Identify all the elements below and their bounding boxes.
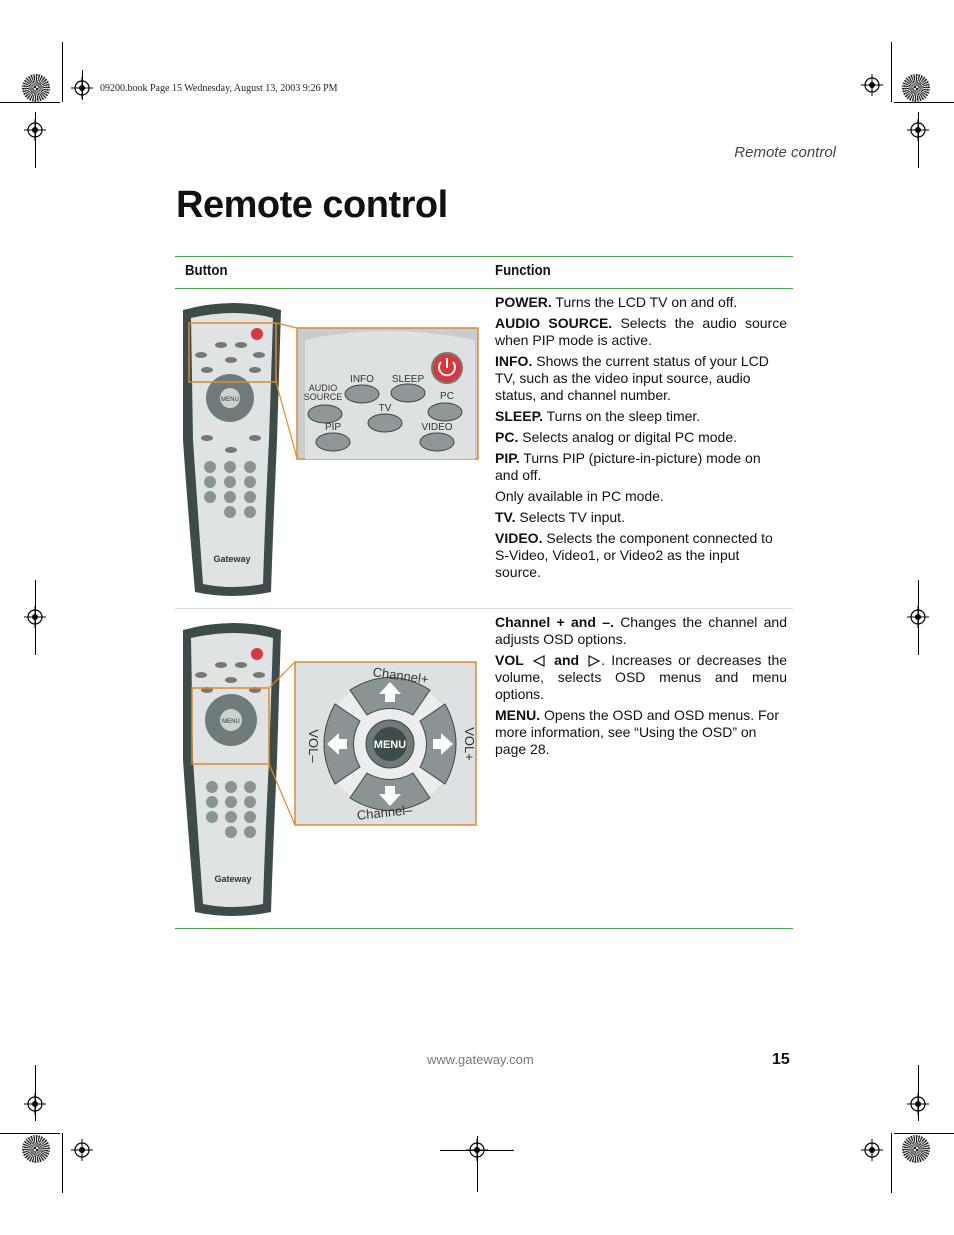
video-description: VIDEO. Selects the component connected t… <box>495 530 773 580</box>
page-title: Remote control <box>176 184 448 226</box>
info-label: INFO <box>350 374 374 385</box>
vol-right-icon <box>588 655 601 667</box>
vol-description: VOL and . Increases or decreases the vol… <box>495 652 788 702</box>
channel-minus-label: Channel– <box>356 802 414 823</box>
pc-label: PC <box>440 391 454 402</box>
sleep-label: SLEEP <box>392 374 425 385</box>
menu-label-small: MENU <box>222 719 240 725</box>
crop-mark <box>894 102 954 103</box>
callout-box-small <box>188 322 277 383</box>
remote-control-illustration-top: MENU Gateway INFO SLEEP AUDIO SOURCE TV … <box>183 303 479 596</box>
tv-description: TV. Selects TV input. <box>495 509 625 525</box>
power-description: POWER. Turns the LCD TV on and off. <box>495 294 738 310</box>
audio-source-button <box>307 404 343 424</box>
vol-plus-label: VOL+ <box>462 727 477 761</box>
menu-label: MENU <box>374 739 406 751</box>
pc-button <box>427 402 463 422</box>
row-divider <box>175 608 793 609</box>
power-button-small <box>251 328 263 340</box>
audio-label: AUDIO <box>309 383 338 393</box>
crop-mark <box>0 102 60 103</box>
vol-left-icon <box>532 655 545 667</box>
channel-description: Channel + and –. Changes the channel and… <box>495 614 788 647</box>
header-rule <box>175 288 793 289</box>
color-target-icon <box>902 1135 930 1163</box>
remote-control-illustration-bottom: MENU Gateway MENU Channel+ Channel– VOL–… <box>183 623 477 916</box>
page-number: 15 <box>772 1051 790 1068</box>
menu-description: MENU. Opens the OSD and OSD menus. For m… <box>495 707 780 757</box>
crop-mark <box>894 1133 954 1134</box>
brand-logo-small: Gateway <box>214 874 251 884</box>
tv-label: TV <box>379 403 392 414</box>
sleep-button <box>390 383 426 403</box>
tv-button <box>367 413 403 433</box>
pip-note: Only available in PC mode. <box>495 488 664 504</box>
registration-mark-icon <box>71 1139 93 1161</box>
registration-mark-icon <box>24 119 46 141</box>
crop-mark <box>891 42 892 102</box>
registration-mark-icon <box>907 606 929 628</box>
row1-descriptions: POWER. Turns the LCD TV on and off. AUDI… <box>495 294 787 585</box>
registration-mark-icon <box>466 1139 488 1161</box>
column-header-button: Button <box>185 262 228 279</box>
pip-label: PIP <box>325 422 341 433</box>
column-header-function: Function <box>495 262 551 279</box>
color-target-icon <box>22 74 50 102</box>
crop-mark <box>477 1136 478 1192</box>
color-target-icon <box>22 1135 50 1163</box>
info-button <box>344 384 380 404</box>
video-label: VIDEO <box>421 422 452 433</box>
crop-mark <box>62 1133 63 1193</box>
running-head: Remote control <box>734 144 836 161</box>
registration-mark-icon <box>71 77 93 99</box>
registration-mark-icon <box>907 1093 929 1115</box>
brand-logo-small: Gateway <box>213 554 250 564</box>
audio-source-description: AUDIO SOURCE. Selects the audio source w… <box>495 315 787 348</box>
crop-mark <box>62 42 63 102</box>
registration-mark-icon <box>861 1139 883 1161</box>
color-target-icon <box>902 74 930 102</box>
book-slug: 09200.book Page 15 Wednesday, August 13,… <box>100 83 338 94</box>
pip-button <box>315 432 351 452</box>
vol-minus-label: VOL– <box>306 729 321 763</box>
crop-mark <box>0 1133 60 1134</box>
source-label: SOURCE <box>304 392 343 402</box>
menu-label-small: MENU <box>221 397 239 403</box>
video-button <box>419 432 455 452</box>
footer-url: www.gateway.com <box>427 1052 534 1067</box>
table-bottom-rule <box>175 928 793 929</box>
callout-box-small <box>191 687 270 765</box>
pc-description: PC. Selects analog or digital PC mode. <box>495 429 738 445</box>
registration-mark-icon <box>861 74 883 96</box>
info-description: INFO. Shows the current status of your L… <box>495 353 769 403</box>
registration-mark-icon <box>24 606 46 628</box>
crop-mark <box>891 1133 892 1193</box>
table-top-rule <box>175 256 793 257</box>
registration-mark-icon <box>24 1093 46 1115</box>
menu-button <box>373 727 407 761</box>
row2-descriptions: Channel + and –. Changes the channel and… <box>495 614 787 762</box>
pip-description: PIP. Turns PIP (picture-in-picture) mode… <box>495 450 761 483</box>
registration-mark-icon <box>907 119 929 141</box>
sleep-description: SLEEP. Turns on the sleep timer. <box>495 408 701 424</box>
